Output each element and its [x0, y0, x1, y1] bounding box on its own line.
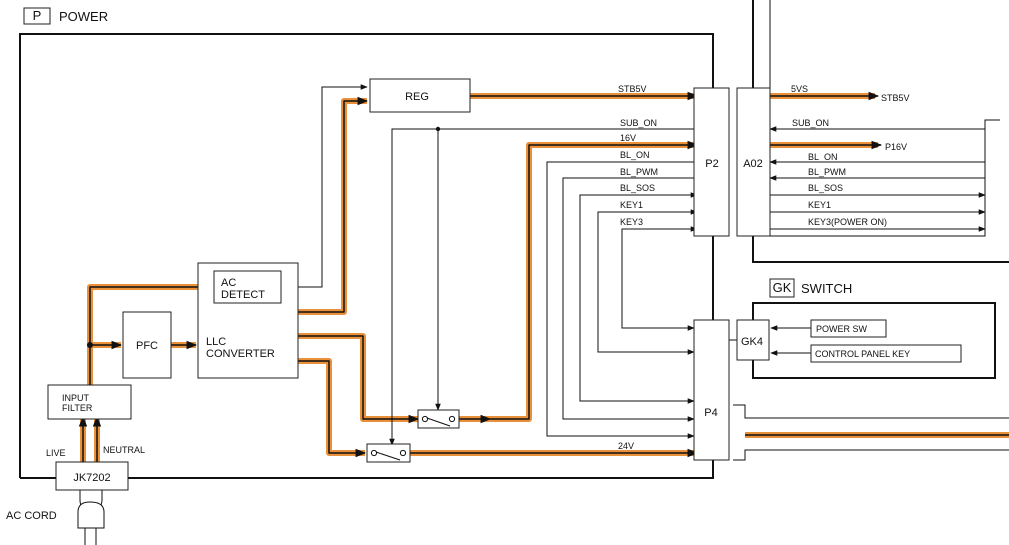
signal-24v: 24V: [618, 441, 634, 451]
relay-switch-lower: [366, 443, 411, 463]
control-panel-key-box: [810, 344, 962, 363]
power-section-badge: P: [33, 8, 42, 23]
power-sw-box: [810, 319, 887, 338]
signal-p16v: P16V: [885, 142, 907, 152]
power-sw-label: POWER SW: [816, 324, 868, 334]
ac-detect-block: [213, 270, 282, 304]
pfc-label: PFC: [136, 340, 158, 352]
llc-label-2: CONVERTER: [206, 348, 275, 360]
reg-block: [369, 78, 471, 113]
signal-5vs: 5VS: [791, 84, 808, 94]
power-board-frame: [19, 33, 714, 478]
signal-bl-pwm-right: BL_PWM: [808, 167, 846, 177]
gk4-connector: [736, 319, 770, 361]
ac-detect-label-1: AC: [221, 277, 236, 289]
signal-bl-on: BL_ON: [620, 150, 650, 160]
signal-key3: KEY3: [620, 217, 643, 227]
signal-bl-on-right: BL_ON: [808, 152, 838, 162]
signal-wires: [281, 84, 986, 446]
signal-stb5v: STB5V: [618, 84, 647, 94]
signal-key1-right: KEY1: [808, 200, 831, 210]
ac-plug-icon: [77, 490, 105, 545]
signal-sub-on-right: SUB_ON: [792, 118, 829, 128]
input-filter-label-1: INPUT: [62, 393, 90, 403]
signal-16v: 16V: [620, 133, 636, 143]
gk4-label: GK4: [741, 336, 763, 348]
junction-dot: [87, 342, 93, 348]
power-path-lines: [78, 91, 883, 462]
signal-sub-on: SUB_ON: [620, 118, 657, 128]
jk7202-label: JK7202: [73, 472, 110, 484]
signal-key3-power-on: KEY3(POWER ON): [808, 217, 887, 227]
p2-label: P2: [705, 158, 718, 170]
switch-board-frame: [752, 302, 996, 379]
a02-connector: [736, 87, 771, 237]
jk7202-connector: [55, 461, 129, 491]
power-board-frame-bottom: [20, 460, 714, 479]
input-filter-label-2: FILTER: [62, 403, 93, 413]
p2-connector: [693, 87, 730, 237]
p4-connector: [693, 319, 730, 461]
p4-label: P4: [704, 407, 717, 419]
p4-cable-upper: [733, 404, 1009, 419]
reg-label: REG: [405, 91, 429, 103]
signal-stb5v-out: STB5V: [881, 93, 910, 103]
ac-cord-label: AC CORD: [6, 510, 57, 522]
pfc-block: [122, 311, 172, 379]
switch-section-badge: GK: [773, 280, 792, 295]
switch-section-title: SWITCH: [801, 281, 852, 296]
control-panel-key-label: CONTROL PANEL KEY: [815, 349, 910, 359]
signal-bl-sos-right: BL_SOS: [808, 183, 843, 193]
relay-switch-upper: [417, 409, 460, 429]
ac-detect-label-2: DETECT: [221, 289, 265, 301]
signal-bl-sos: BL_SOS: [620, 183, 655, 193]
p4-cable-lower: [733, 449, 1009, 461]
main-board-frame: [752, 0, 1009, 263]
live-label: LIVE: [46, 448, 66, 458]
input-filter-block: [47, 384, 132, 420]
power-section-title: POWER: [59, 9, 108, 24]
power-section-badge-box: [23, 7, 51, 25]
neutral-label: NEUTRAL: [103, 445, 145, 455]
a02-label: A02: [743, 158, 763, 170]
switch-section-badge-box: [769, 278, 795, 298]
signal-key1: KEY1: [620, 200, 643, 210]
signal-bl-pwm: BL_PWM: [620, 167, 658, 177]
llc-label-1: LLC: [206, 336, 226, 348]
